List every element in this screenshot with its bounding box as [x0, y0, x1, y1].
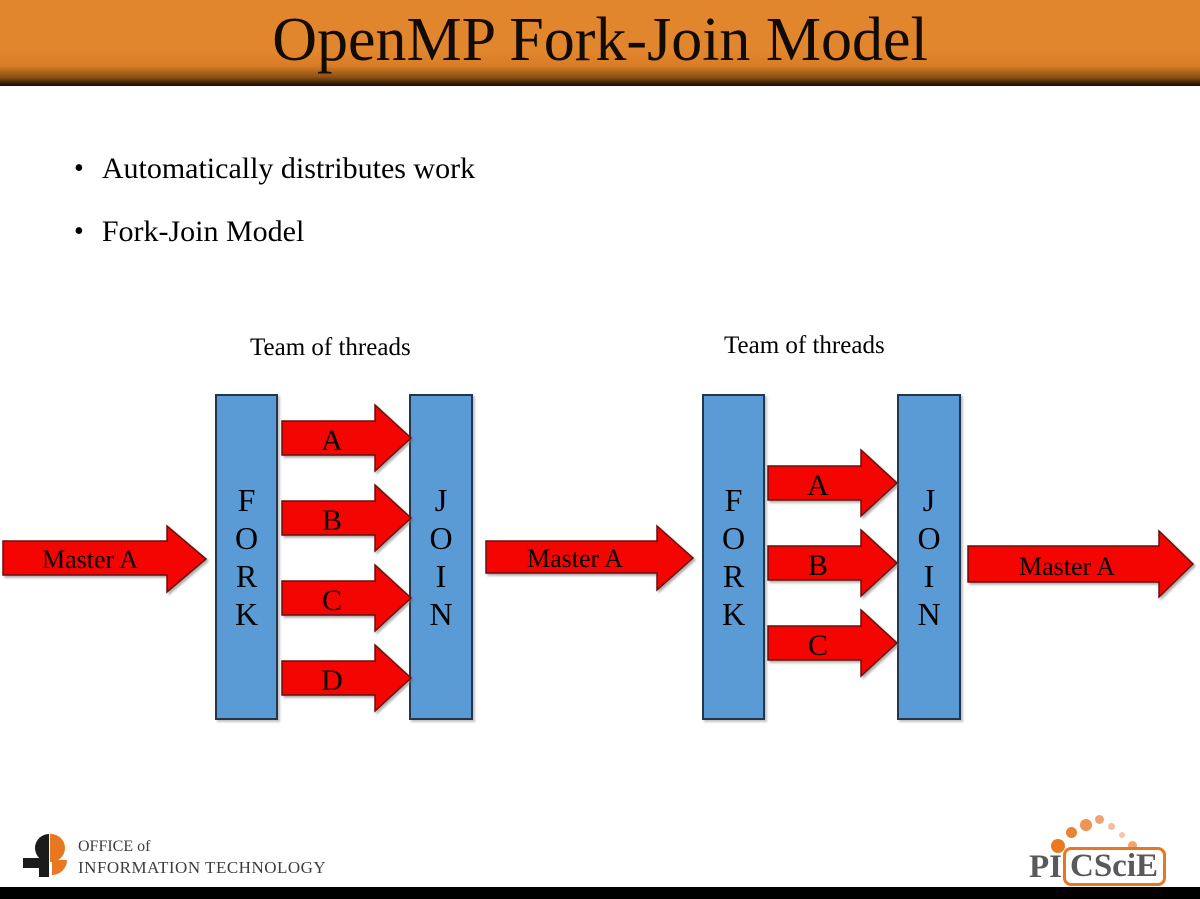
arrow-shape: [281, 643, 413, 713]
thread-arrow-label: D: [321, 664, 343, 697]
title-banner: OpenMP Fork-Join Model: [0, 0, 1200, 86]
team-of-threads-label-left: Team of threads: [250, 334, 411, 361]
oit-logo-pie: [52, 860, 67, 875]
thread-arrow-label: C: [808, 629, 828, 662]
join-letter: J: [922, 482, 936, 518]
arrow-shape: [2, 524, 208, 594]
master-arrow-label: Master A: [1019, 552, 1115, 581]
thread-arrow-label: A: [807, 469, 829, 502]
join-letter: N: [917, 596, 941, 632]
arrow-shape: [967, 529, 1195, 599]
thread-arrow-label: B: [808, 549, 828, 582]
team-of-threads-label-right: Team of threads: [724, 332, 885, 359]
fork-letter: K: [234, 596, 259, 632]
picscie-dot-icon: [1119, 832, 1125, 838]
join-letter: I: [435, 558, 447, 594]
thread-arrow-label: C: [322, 584, 342, 617]
thread-arrow-a-right: A: [767, 448, 899, 518]
thread-arrow-label: A: [321, 424, 343, 457]
picscie-boxed-text: CSciE: [1063, 847, 1167, 886]
bullet-item: • Automatically distributes work: [74, 150, 475, 188]
arrow-shape: [281, 483, 413, 553]
bottom-bar: [0, 887, 1200, 899]
bullet-text: Fork-Join Model: [101, 215, 305, 248]
picscie-logo: PI CSciE: [1029, 847, 1167, 886]
fork-bar-right: F O R K: [702, 394, 765, 720]
picscie-dot-icon: [1128, 841, 1137, 850]
oit-logo-circle-right: [50, 834, 65, 862]
master-arrow-middle: Master A: [485, 524, 695, 592]
thread-arrow-b-right: B: [767, 528, 899, 598]
bullet-item: • Fork-Join Model: [74, 213, 304, 251]
arrow-shape: [767, 448, 899, 518]
picscie-prefix: PI: [1029, 848, 1062, 885]
oit-logo-circle-left: [35, 834, 49, 862]
thread-arrow-c-right: C: [767, 608, 899, 678]
thread-arrow-c-left: C: [281, 563, 413, 633]
fork-letter: O: [234, 520, 259, 556]
arrow-shape: [767, 528, 899, 598]
fork-letter: R: [722, 558, 745, 594]
picscie-dot-icon: [1108, 823, 1115, 830]
join-bar-left: J O I N: [409, 394, 473, 720]
master-arrow-in: Master A: [2, 524, 208, 594]
fork-letter: K: [721, 596, 746, 632]
oit-logo-arm: [39, 858, 49, 877]
master-arrow-out: Master A: [967, 529, 1195, 599]
thread-arrow-a-left: A: [281, 403, 413, 473]
fork-letter: F: [724, 482, 743, 518]
thread-arrow-label: B: [322, 504, 342, 537]
fork-letter: R: [235, 558, 258, 594]
thread-arrow-d-left: D: [281, 643, 413, 713]
join-letter: O: [429, 520, 453, 556]
picscie-dot-icon: [1080, 819, 1092, 831]
oit-text-line2: INFORMATION TECHNOLOGY: [78, 858, 327, 877]
bullet-icon: •: [74, 153, 84, 184]
arrow-shape: [767, 608, 899, 678]
picscie-dot-icon: [1095, 815, 1104, 824]
oit-logo-arm: [23, 858, 49, 868]
picscie-dot-icon: [1066, 827, 1077, 838]
fork-letter: O: [721, 520, 746, 556]
join-letter: N: [429, 596, 453, 632]
fork-letter: F: [237, 482, 256, 518]
oit-text-line1: OFFICE of: [78, 838, 151, 855]
bullet-text: Automatically distributes work: [101, 152, 476, 185]
join-letter: O: [917, 520, 941, 556]
fork-bar-left: F O R K: [215, 394, 278, 720]
picscie-dot-icon: [1051, 839, 1065, 853]
slide-title: OpenMP Fork-Join Model: [272, 5, 928, 74]
arrow-shape: [281, 403, 413, 473]
master-arrow-label: Master A: [527, 544, 623, 573]
join-bar-right: J O I N: [897, 394, 961, 720]
bullet-icon: •: [74, 216, 84, 247]
join-letter: J: [434, 482, 448, 518]
thread-arrow-b-left: B: [281, 483, 413, 553]
arrow-shape: [281, 563, 413, 633]
join-letter: I: [923, 558, 935, 594]
master-arrow-label: Master A: [42, 545, 138, 574]
arrow-shape: [485, 524, 695, 592]
